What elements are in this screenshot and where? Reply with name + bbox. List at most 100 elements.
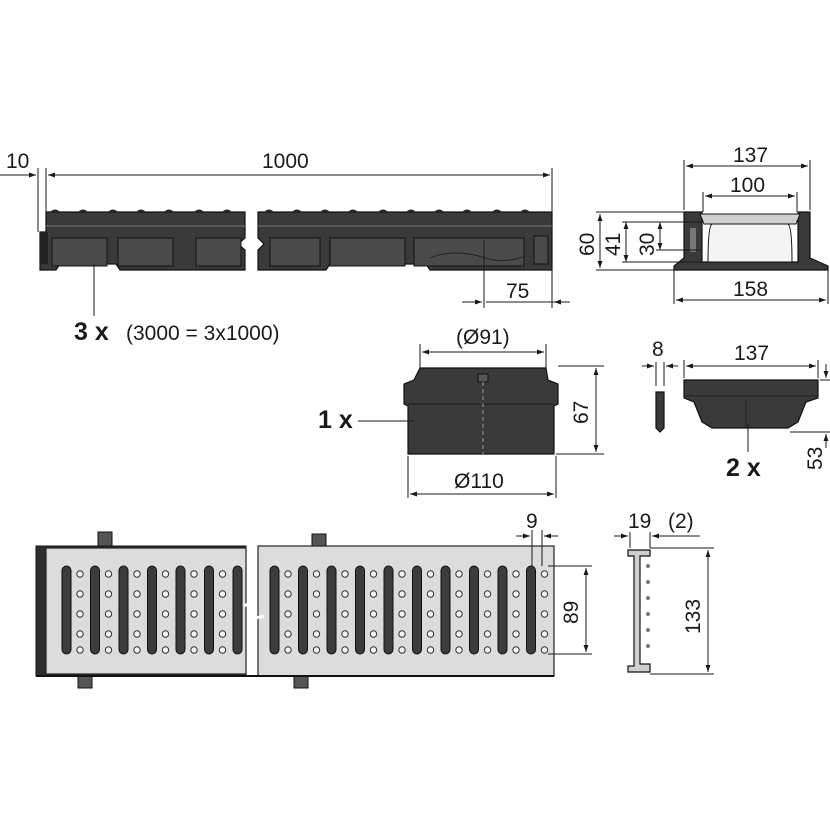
grating-hole (284, 646, 292, 654)
end-cap: 8 137 53 2 x (642, 338, 830, 482)
grating-hole (104, 630, 113, 638)
grating-hole (104, 590, 113, 598)
grating-hole (218, 630, 227, 638)
grating-slot (355, 565, 365, 655)
grating-slot (440, 565, 451, 655)
section-inner-height-dimension: 41 (602, 233, 625, 256)
grating-hole (426, 630, 435, 638)
grating-hole (190, 570, 198, 578)
grating-hole (312, 610, 321, 618)
grating-hole (398, 570, 406, 578)
channel-length-note: (3000 = 3x1000) (126, 322, 280, 345)
grating-hole (341, 610, 349, 618)
grating-hole (190, 610, 198, 618)
channel-length-dimension: 1000 (262, 150, 309, 173)
grating-hole (483, 646, 492, 654)
grating-hole (312, 630, 321, 638)
grating-hole (312, 646, 321, 654)
channel-outlet-dimension: 75 (506, 280, 529, 303)
outlet-height-dimension: 67 (570, 401, 593, 424)
grating-hole (540, 590, 549, 598)
endcap-height-dimension: 53 (804, 447, 827, 470)
profile-height-dimension: 133 (682, 599, 705, 634)
grating-top-view: 9 89 (35, 510, 592, 689)
section-top-width-dimension: 137 (733, 144, 768, 167)
profile-thickness-dimension: (2) (668, 510, 694, 533)
outlet-outer-diameter-dimension: Ø110 (454, 470, 504, 493)
grating-hole (218, 570, 227, 578)
grating-hole (512, 630, 520, 638)
grating-hole (426, 590, 435, 598)
channel-end-dimension: 10 (6, 150, 29, 173)
grating-hole (455, 590, 463, 598)
grating-hole (284, 610, 292, 618)
grating-hole (369, 590, 378, 598)
grating-hole (483, 570, 492, 578)
grating-slot (383, 565, 394, 655)
grating-hole (133, 646, 141, 654)
grating-hole (104, 570, 113, 578)
grating-slots (61, 565, 549, 655)
grating-slot (175, 565, 186, 655)
grating-hole (284, 570, 292, 578)
grating-slot (412, 565, 422, 655)
grating-hole (483, 630, 492, 638)
grating-hole (312, 590, 321, 598)
section-inner-width-dimension: 100 (730, 174, 765, 197)
grating-hole (341, 570, 349, 578)
grating-slot (469, 565, 479, 655)
grating-hole (540, 646, 549, 654)
grating-hole (483, 610, 492, 618)
grating-hole (455, 646, 463, 654)
grating-hole (190, 646, 198, 654)
grating-slot (269, 565, 280, 655)
grating-hole (540, 570, 549, 578)
grating-hole (76, 610, 84, 618)
grating-hole (133, 590, 141, 598)
grating-hole (540, 630, 549, 638)
grating-slot-dimension: 9 (526, 510, 538, 533)
grating-hole (341, 590, 349, 598)
grating-hole (369, 610, 378, 618)
grating-hole (76, 630, 84, 638)
grating-profile: 19 (2) 133 (614, 510, 714, 675)
grating-hole (369, 646, 378, 654)
endcap-width-dimension: 137 (734, 342, 769, 365)
channel-cross-section: 137 100 60 41 30 158 (576, 144, 829, 304)
outlet-quantity: 1 x (318, 406, 353, 434)
outlet-piece: (Ø91) 67 Ø110 1 x (318, 326, 604, 498)
grating-hole (284, 630, 292, 638)
grating-hole (341, 630, 349, 638)
channel-side-view: 10 1000 (0, 150, 570, 346)
grating-hole (218, 646, 227, 654)
grating-hole (426, 610, 435, 618)
grating-hole (426, 646, 435, 654)
grating-slot (90, 565, 100, 655)
grating-hole (455, 610, 463, 618)
grating-hole (133, 570, 141, 578)
grating-hole (398, 646, 406, 654)
grating-hole (161, 610, 170, 618)
channel-quantity: 3 x (74, 318, 109, 346)
grating-hole (104, 646, 113, 654)
grating-hole (76, 590, 84, 598)
section-height-dimension: 60 (576, 233, 599, 256)
grating-hole (398, 590, 406, 598)
grating-slot (232, 565, 243, 655)
grating-hole (190, 590, 198, 598)
grating-width-dimension: 89 (560, 601, 583, 624)
grating-hole (455, 630, 463, 638)
endcap-thickness-dimension: 8 (652, 338, 664, 361)
grating-slot (526, 565, 536, 655)
grating-hole (398, 610, 406, 618)
section-depth-dimension: 30 (636, 233, 659, 256)
grating-hole (218, 590, 227, 598)
outlet-inner-diameter-dimension: (Ø91) (456, 326, 510, 349)
grating-hole (398, 630, 406, 638)
grating-hole (512, 610, 520, 618)
grating-hole (104, 610, 113, 618)
grating-slot (61, 565, 72, 655)
grating-hole (512, 646, 520, 654)
grating-hole (426, 570, 435, 578)
